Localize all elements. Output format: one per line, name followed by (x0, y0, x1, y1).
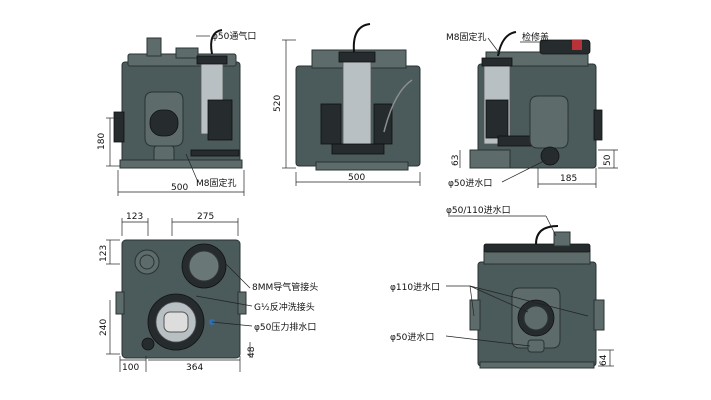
mid-width-dim: 500 (348, 173, 365, 183)
mid-height-dim: 520 (273, 95, 283, 112)
rear-view: 64 φ50/110进水口 φ110进水口 φ50进水口 (390, 204, 614, 369)
side-view: 520 500 (273, 23, 421, 186)
front-view: 180 500 φ50通气口 M8固定孔 (97, 29, 256, 196)
inlet-50-110-label: φ50/110进水口 (446, 204, 511, 216)
right-view: 63 185 50 M8固定孔 检修盖 φ50进水口 (446, 31, 618, 189)
top-364-dim: 364 (186, 363, 203, 373)
inspection-cover-label: 检修盖 (522, 31, 549, 43)
rear-64-dim: 64 (599, 354, 609, 366)
inlet-110-label: φ110进水口 (390, 281, 440, 293)
top-275-dim: 275 (197, 212, 214, 222)
side-63-dim: 63 (451, 155, 461, 166)
pressure-outlet-50-label: φ50压力排水口 (254, 321, 316, 333)
vent-50-label: φ50通气口 (212, 30, 256, 42)
vent-pipe-8mm-label: 8MM导气管接头 (252, 281, 318, 293)
top-123-a-dim: 123 (126, 212, 143, 222)
top-123-b-dim: 123 (99, 245, 109, 262)
top-240-dim: 240 (99, 319, 109, 336)
inlet-50-side-label: φ50进水口 (448, 177, 492, 189)
inlet-50-bottom-label: φ50进水口 (390, 331, 434, 343)
side-185-dim: 185 (560, 174, 577, 184)
top-48-dim: 48 (247, 346, 257, 358)
front-width-dim: 500 (171, 183, 188, 193)
backflush-g-label: G½反冲洗接头 (254, 301, 315, 313)
side-50-dim: 50 (603, 154, 613, 166)
m8-hole-front-label: M8固定孔 (196, 177, 237, 189)
top-view: 123 275 123 240 48 100 364 8MM导气管接头 G½反冲… (99, 212, 318, 373)
m8-hole-side-label: M8固定孔 (446, 31, 487, 43)
front-height-dim: 180 (97, 133, 107, 150)
top-100-dim: 100 (122, 363, 139, 373)
